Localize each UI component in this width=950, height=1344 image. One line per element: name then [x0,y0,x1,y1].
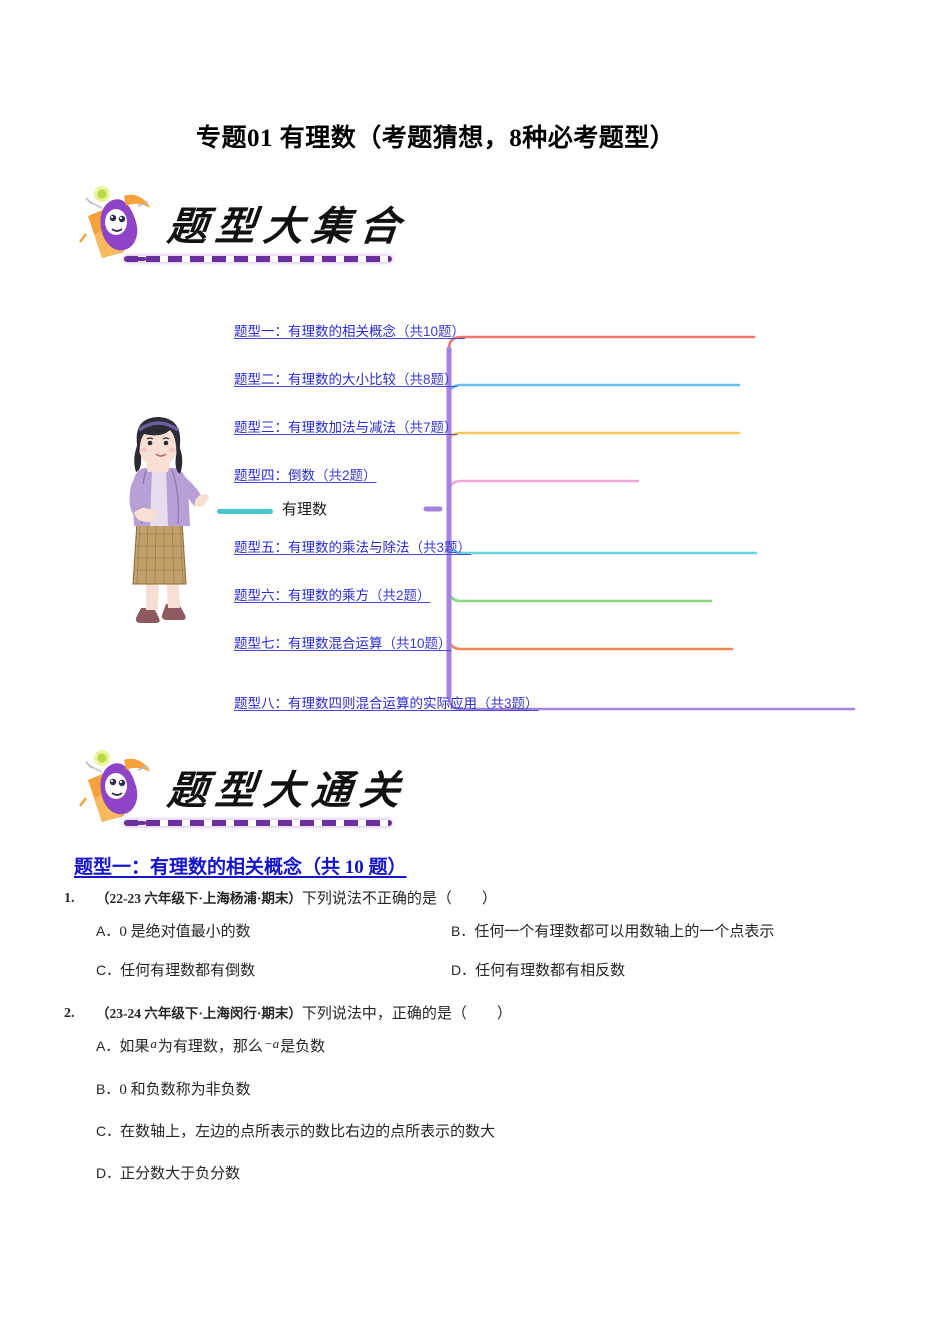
mindmap-item-5-label: 题型五：有理数的乘法与除法（共3题） [234,540,472,555]
mindmap-root-label: 有理数 [282,501,328,518]
mindmap-item-7-label: 题型七：有理数混合运算（共10题） [234,636,452,651]
teacher-illustration [129,417,210,623]
question-2: 2. （23-24 六年级下·上海闵行·期末）下列说法中，正确的是（ ） A．如… [56,1003,906,1186]
banner-divider [124,256,392,262]
section-heading: 题型一：有理数的相关概念（共 10 题） [74,857,407,878]
math-variable-a: a [150,1036,157,1052]
question-2-options: A．如果a为有理数，那么−a是负数 B．0 和负数称为非负数 C．在数轴上，左边… [56,1036,906,1186]
mindmap-item-8-label: 题型八：有理数四则混合运算的实际应用（共3题） [234,696,539,711]
banner-question-practice: 题型大通关 [72,746,410,838]
question-1-stem: 1. （22-23 六年级下·上海杨浦·期末）下列说法不正确的是（ ） [56,888,906,911]
page-title: 专题01 有理数（考题猜想，8种必考题型） [196,125,676,152]
question-1-source: （22-23 六年级下·上海杨浦·期末） [96,891,302,906]
mindmap-item-2-label: 题型二：有理数的大小比较（共8题） [234,372,458,387]
mindmap-item-6-label: 题型六：有理数的乘方（共2题） [234,588,431,603]
wizard-pencil-icon [79,186,150,258]
math-variable-neg-a: −a [263,1036,280,1052]
question-1-text: 下列说法不正确的是（ ） [301,891,497,907]
question-1-options: A．0 是绝对值最小的数 B．任何一个有理数都可以用数轴上的一个点表示 C．任何… [56,921,906,983]
question-1-option-b[interactable]: B．任何一个有理数都可以用数轴上的一个点表示 [451,923,775,941]
mindmap-root-connector [217,509,273,514]
question-1-option-c[interactable]: C．任何有理数都有倒数 [96,961,256,979]
mindmap: 有理数 题型一：有理数的相关概念（共10题） 题型二：有理数的大小比较（共8题）… [60,300,890,745]
mindmap-item-1-label: 题型一：有理数的相关概念（共10题） [234,324,466,339]
question-2-option-c[interactable]: C．在数轴上，左边的点所表示的数比右边的点所表示的数大 [96,1122,496,1140]
question-1-option-a[interactable]: A．0 是绝对值最小的数 [96,923,251,941]
banner-title: 题型大通关 [165,768,410,813]
question-2-stem: 2. （23-24 六年级下·上海闵行·期末）下列说法中，正确的是（ ） [56,1003,906,1026]
question-2-source: （23-24 六年级下·上海闵行·期末） [96,1006,302,1021]
mindmap-item-3-label: 题型三：有理数加法与减法（共7题） [234,420,458,435]
question-2-option-b[interactable]: B．0 和负数称为非负数 [96,1080,251,1098]
banner-divider [124,820,392,826]
question-2-option-a[interactable]: A．如果a为有理数，那么−a是负数 [96,1036,326,1056]
question-1-option-d[interactable]: D．任何有理数都有相反数 [451,961,626,979]
question-2-text: 下列说法中，正确的是（ ） [301,1006,512,1022]
question-1-number: 1. [64,891,75,906]
banner-question-collection: 题型大集合 [72,182,410,274]
question-2-option-d[interactable]: D．正分数大于负分数 [96,1165,241,1182]
question-2-number: 2. [64,1006,75,1021]
banner-title: 题型大集合 [165,204,410,249]
question-1: 1. （22-23 六年级下·上海杨浦·期末）下列说法不正确的是（ ） A．0 … [56,888,906,983]
wizard-pencil-icon [79,750,150,822]
mindmap-item-4-label: 题型四：倒数（共2题） [234,468,377,483]
mindmap-branch-lines [423,335,856,711]
